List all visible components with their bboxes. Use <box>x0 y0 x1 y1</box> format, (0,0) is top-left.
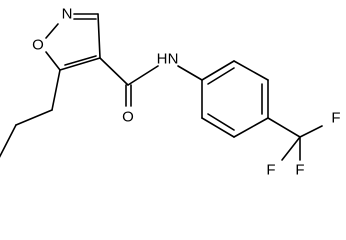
bond-c5-c4 <box>59 57 101 71</box>
bond-ar4-ar5 <box>233 117 269 138</box>
bond-carbonyl-n <box>127 65 159 86</box>
atom-h-amide: H <box>157 51 168 68</box>
bond-ar5-ar6 <box>201 117 235 138</box>
bond-ar-inner-1 <box>207 67 235 85</box>
bond-c-f1 <box>299 125 323 138</box>
atom-o-carbonyl: O <box>122 109 134 126</box>
atom-n-amide: N <box>168 51 179 68</box>
bond-c4-c3 <box>97 13 101 59</box>
bond-ar-cf3 <box>267 117 301 138</box>
atom-o-ring: O <box>32 37 44 54</box>
bond-n-o <box>45 23 59 39</box>
bond-propyl2-propyl3 <box>0 124 17 158</box>
bond-propyl1-propyl2 <box>15 109 53 126</box>
atom-f3: F <box>266 162 275 179</box>
bond-c5-c4-double <box>64 55 97 66</box>
molecule-drawing: N O N H O F F F <box>0 6 341 179</box>
structure-canvas: N O N H O F F F <box>0 6 341 179</box>
bond-c-f3 <box>281 136 301 161</box>
bond-n-aryl <box>177 65 203 81</box>
bond-ar2-ar3 <box>233 60 269 81</box>
bond-o-c5 <box>45 51 61 71</box>
bond-c5-propyl1 <box>51 69 61 111</box>
atom-n-ring: N <box>62 6 73 23</box>
atom-f2: F <box>295 162 304 179</box>
bond-c4-carbonyl <box>99 57 129 86</box>
atom-f1: F <box>331 110 340 127</box>
bond-ar1-ar2 <box>201 60 235 81</box>
bond-ar-inner-3 <box>207 113 235 131</box>
